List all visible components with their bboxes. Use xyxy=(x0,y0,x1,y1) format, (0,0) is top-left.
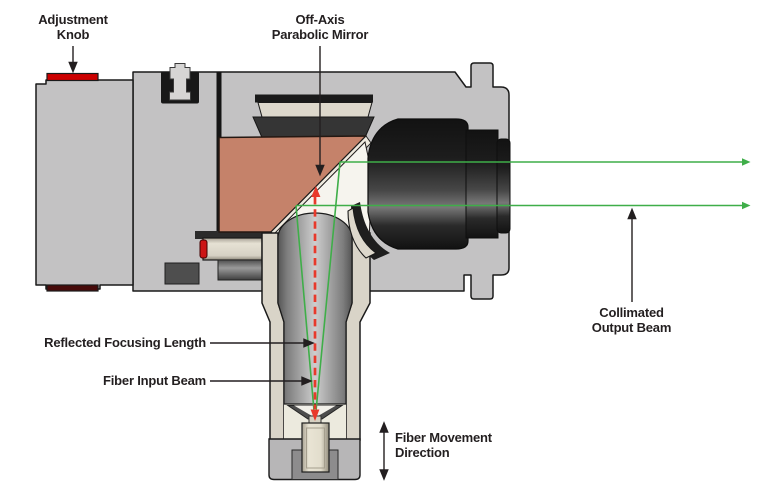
mirror-retainer-ivory-band xyxy=(257,102,373,118)
beam-arrowhead-upper xyxy=(742,158,751,166)
label-off-axis-mirror: Off-Axis Parabolic Mirror xyxy=(240,12,400,42)
label-off-axis-mirror-line1: Off-Axis xyxy=(295,12,345,27)
lens-barrel-front xyxy=(465,129,499,239)
barrel-flare xyxy=(351,202,390,260)
focal-length-marker xyxy=(310,186,321,421)
cavity-horn xyxy=(347,207,378,259)
lens-barrel-ring xyxy=(496,138,511,234)
o-ring-red xyxy=(199,239,208,259)
adjustment-shaft xyxy=(202,237,263,261)
adjustment-knob-red-strip-bottom xyxy=(46,284,99,292)
label-fiber-movement-line1: Fiber Movement xyxy=(395,430,492,445)
label-fiber-input-beam: Fiber Input Beam xyxy=(103,373,206,388)
label-collimated-beam-line1: Collimated xyxy=(599,305,664,320)
label-off-axis-mirror-line2: Parabolic Mirror xyxy=(271,26,369,42)
input-beam-left-edge xyxy=(315,161,341,414)
adjustment-knob-red-strip-top xyxy=(46,72,99,82)
mirror-retainer-chamfer xyxy=(252,116,375,138)
beam-lines xyxy=(295,161,742,414)
focal-marker-arrow-down xyxy=(310,409,320,421)
mirror-retainer-black-band xyxy=(255,94,373,103)
label-fiber-movement-line2: Direction xyxy=(395,444,450,460)
adjustment-knob-housing xyxy=(35,79,134,290)
label-collimated-beam-line2: Output Beam xyxy=(591,319,672,335)
fiber-movement-arrowhead-up xyxy=(379,421,389,433)
reflected-length-arrowhead xyxy=(303,338,315,348)
set-screw xyxy=(169,63,191,101)
label-fiber-movement: Fiber Movement Direction xyxy=(395,430,515,460)
label-adjustment-knob-line2: Knob xyxy=(56,26,90,42)
fiber-input-arrowhead xyxy=(301,376,313,386)
label-adjustment-knob-line1: Adjustment xyxy=(38,12,108,27)
mount-shadow-band xyxy=(195,231,262,239)
adjustment-knob-arrowhead xyxy=(68,61,78,74)
label-reflected-focusing-length: Reflected Focusing Length xyxy=(44,335,206,350)
fiber-ferrule-bore xyxy=(306,427,325,469)
mechanism-dark-block xyxy=(164,262,200,285)
focal-marker-arrow-up xyxy=(311,186,321,197)
off-axis-mirror-arrowhead xyxy=(315,164,325,177)
label-adjustment-knob: Adjustment Knob xyxy=(13,12,133,42)
lens-barrel xyxy=(367,118,469,250)
fiber-movement-arrowhead-down xyxy=(379,469,389,481)
collimated-beam-arrowhead xyxy=(627,207,637,220)
input-beam-right-edge xyxy=(295,205,315,414)
callout-arrows xyxy=(68,46,637,481)
label-collimated-beam: Collimated Output Beam xyxy=(561,305,702,335)
lower-shaft xyxy=(217,259,263,281)
beam-arrowhead-lower xyxy=(742,201,751,210)
